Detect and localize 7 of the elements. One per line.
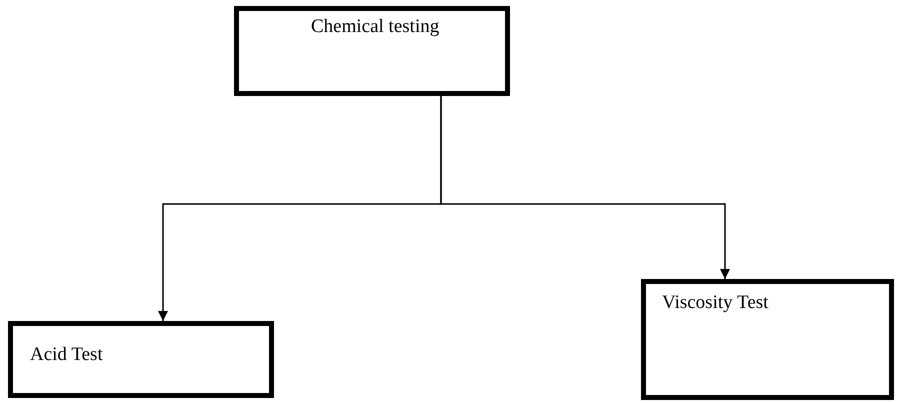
process-box (234, 6, 510, 96)
process-box (8, 321, 274, 398)
process-box (641, 279, 894, 400)
box-label: Chemical testing (311, 16, 440, 38)
box-label: Viscosity Test (662, 292, 770, 314)
box-label: Acid Test (30, 344, 104, 366)
connector-arrow (440, 96, 730, 279)
